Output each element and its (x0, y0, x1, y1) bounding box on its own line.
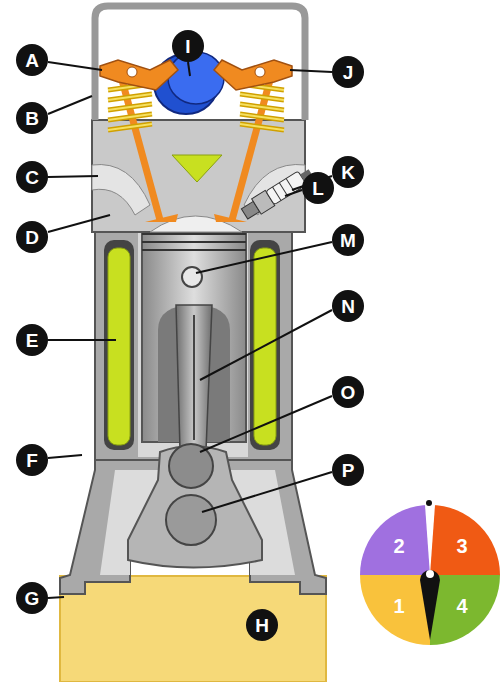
callout-badge: B (16, 102, 48, 134)
firing-order-number: 3 (447, 531, 477, 561)
callout-badge: K (332, 156, 364, 188)
callout-badge: F (16, 444, 48, 476)
callout-letter: F (26, 451, 38, 470)
callout-letter: I (185, 37, 190, 56)
callout-badge: C (16, 161, 48, 193)
callout-letter: N (341, 297, 355, 316)
callout-badge: I (172, 30, 204, 62)
callout-letter: A (25, 51, 39, 70)
callout-badge: P (332, 454, 364, 486)
callout-badge: A (16, 44, 48, 76)
callout-badge: H (246, 609, 278, 641)
callout-badge: O (332, 376, 364, 408)
firing-order-number: 1 (393, 596, 404, 616)
callout-letter: H (255, 616, 269, 635)
callout-letter: L (312, 179, 324, 198)
callout-letter: G (25, 589, 40, 608)
firing-order-number: 2 (384, 531, 414, 561)
callout-letter: C (25, 168, 39, 187)
callout-letter: D (25, 228, 39, 247)
callout-letter: M (340, 231, 356, 250)
callout-letter: K (341, 163, 355, 182)
callout-badge: D (16, 221, 48, 253)
callout-letter: J (343, 63, 354, 82)
firing-order-number: 1 (384, 591, 414, 621)
callout-badge: E (16, 324, 48, 356)
callout-badge: G (16, 582, 48, 614)
callout-letter: B (25, 109, 39, 128)
firing-order-number: 2 (393, 536, 404, 556)
callout-letter: O (341, 383, 356, 402)
callout-letter: E (26, 331, 39, 350)
callout-badge: J (332, 56, 364, 88)
callout-letter: P (342, 461, 355, 480)
callout-badge: M (332, 224, 364, 256)
callout-badge: N (332, 290, 364, 322)
firing-order-number: 4 (456, 596, 467, 616)
callout-badge: L (302, 172, 334, 204)
firing-order-number: 4 (447, 591, 477, 621)
firing-order-number: 3 (456, 536, 467, 556)
